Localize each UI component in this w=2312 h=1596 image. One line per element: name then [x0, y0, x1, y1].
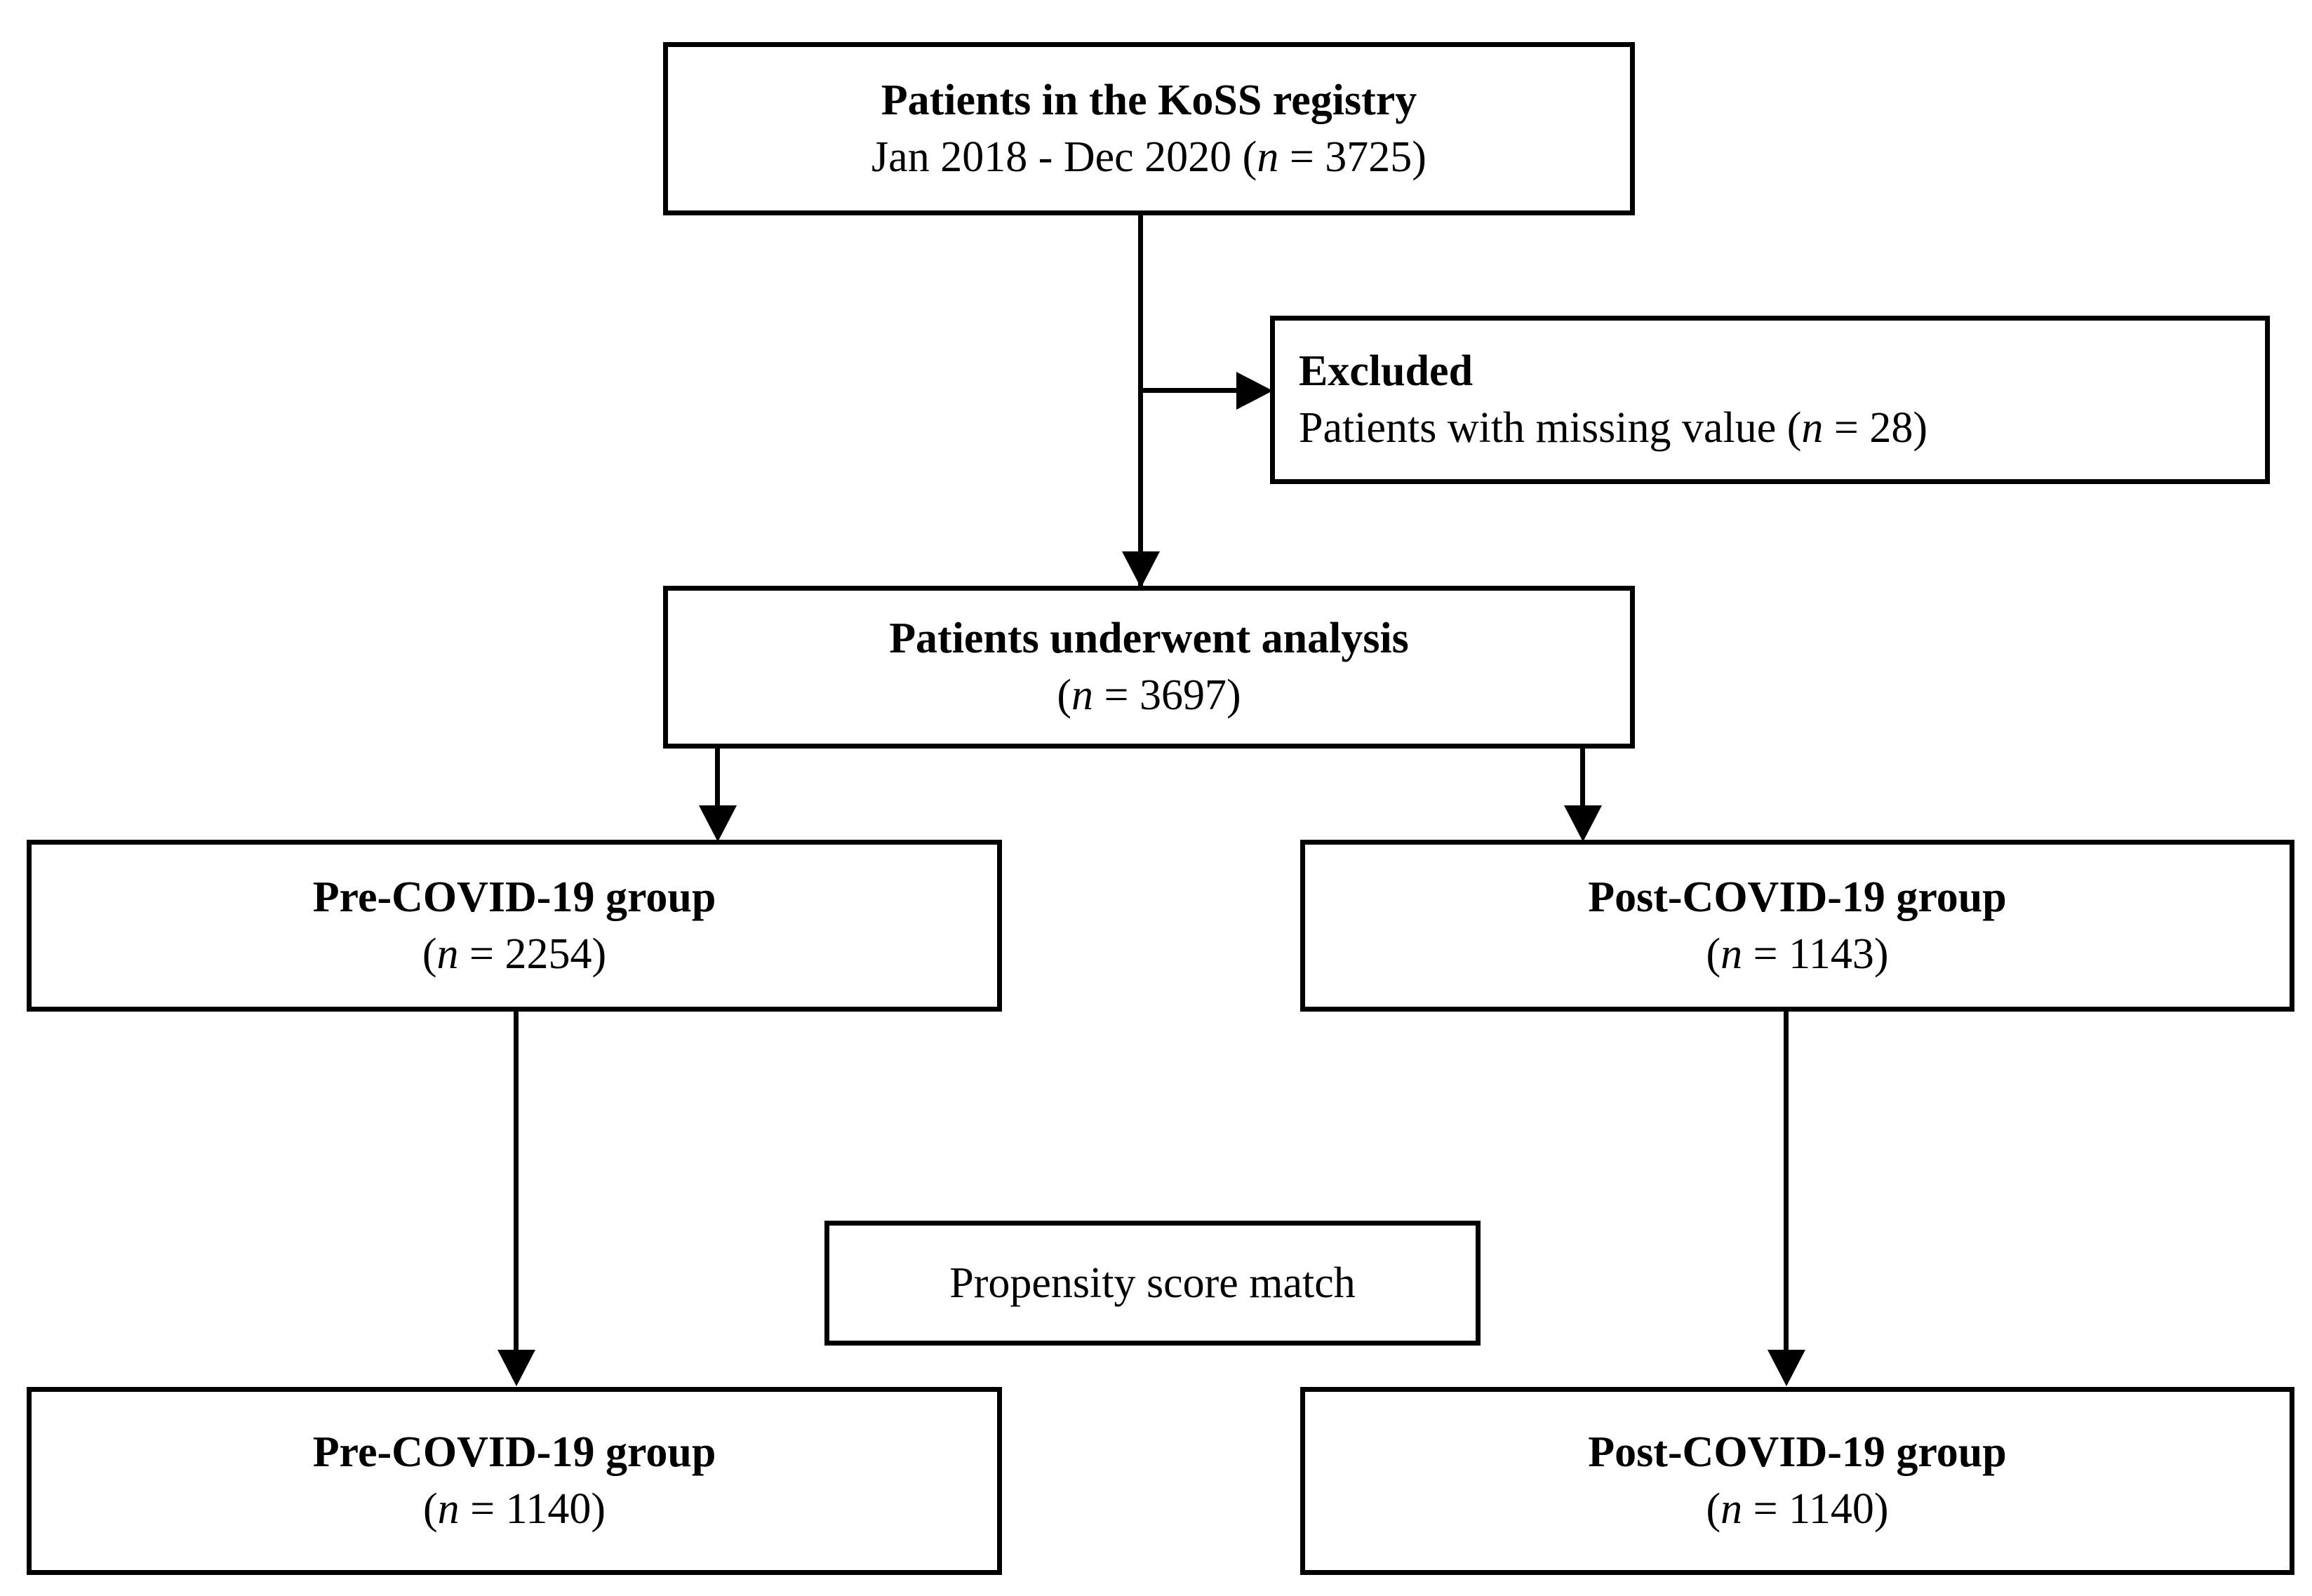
edge-analysis-to-post-covid-line: [1580, 747, 1585, 817]
node-pre-covid-matched-detail: (n = 1140): [423, 1481, 606, 1538]
node-pre-covid-matched-detail-prefix: (: [423, 1485, 438, 1533]
edge-registry-to-excluded-arrowhead: [1236, 372, 1273, 410]
node-post-covid-matched-detail: (n = 1140): [1706, 1481, 1889, 1538]
node-post-covid-unmatched-detail: (n = 1143): [1706, 926, 1889, 983]
edge-analysis-to-pre-covid-arrowhead: [699, 805, 737, 842]
node-registry: Patients in the KoSS registry Jan 2018 -…: [663, 42, 1635, 215]
node-excluded-detail-prefix: Patients with missing value (: [1299, 404, 1802, 452]
node-pre-covid-matched: Pre-COVID-19 group (n = 1140): [27, 1387, 1002, 1575]
node-propensity-score-match-label: Propensity score match: [949, 1259, 1356, 1307]
node-analysis-detail-n: n: [1071, 671, 1094, 719]
node-post-covid-matched-detail-prefix: (: [1706, 1485, 1721, 1533]
node-pre-covid-matched-heading: Pre-COVID-19 group: [312, 1428, 716, 1477]
node-pre-covid-matched-detail-suffix: = 1140): [459, 1485, 606, 1533]
node-post-covid-matched-detail-suffix: = 1140): [1742, 1485, 1889, 1533]
node-excluded-detail: Patients with missing value (n = 28): [1299, 400, 1927, 457]
edge-analysis-to-post-covid-arrowhead: [1564, 805, 1602, 842]
node-post-covid-matched: Post-COVID-19 group (n = 1140): [1300, 1387, 2294, 1575]
node-excluded: Excluded Patients with missing value (n …: [1270, 316, 2270, 484]
node-post-covid-unmatched-detail-n: n: [1720, 930, 1743, 978]
node-post-covid-unmatched-detail-suffix: = 1143): [1742, 930, 1889, 978]
node-pre-covid-unmatched-detail-prefix: (: [422, 930, 437, 978]
node-analysis-heading: Patients underwent analysis: [889, 615, 1409, 663]
node-analysis-detail: (n = 3697): [1057, 667, 1241, 724]
node-registry-detail-prefix: Jan 2018 - Dec 2020 (: [871, 133, 1257, 181]
node-analysis-detail-prefix: (: [1057, 671, 1072, 719]
node-pre-covid-unmatched-detail: (n = 2254): [422, 926, 606, 983]
node-propensity-score-match: Propensity score match: [824, 1221, 1481, 1346]
node-pre-covid-unmatched-detail-n: n: [436, 930, 459, 978]
node-registry-detail: Jan 2018 - Dec 2020 (n = 3725): [871, 129, 1426, 186]
edge-pre-covid-to-matched-arrowhead: [497, 1350, 535, 1386]
edge-registry-to-analysis-arrowhead: [1122, 551, 1160, 588]
node-excluded-detail-suffix: = 28): [1823, 404, 1928, 452]
edge-post-covid-to-matched-arrowhead: [1768, 1350, 1805, 1386]
edge-pre-covid-to-matched-line: [514, 1008, 519, 1352]
node-pre-covid-unmatched-heading: Pre-COVID-19 group: [312, 873, 716, 921]
node-registry-detail-suffix: = 3725): [1278, 133, 1426, 181]
node-excluded-detail-n: n: [1801, 404, 1824, 452]
node-analysis: Patients underwent analysis (n = 3697): [663, 586, 1635, 749]
node-registry-heading: Patients in the KoSS registry: [881, 76, 1417, 124]
node-post-covid-matched-detail-n: n: [1720, 1485, 1743, 1533]
edge-post-covid-to-matched-line: [1784, 1008, 1789, 1352]
node-analysis-detail-suffix: = 3697): [1093, 671, 1241, 719]
edge-registry-to-excluded-line: [1138, 388, 1243, 393]
edge-analysis-to-pre-covid-line: [715, 747, 720, 817]
node-pre-covid-matched-detail-n: n: [437, 1485, 460, 1533]
node-registry-detail-n: n: [1257, 133, 1279, 181]
node-pre-covid-unmatched: Pre-COVID-19 group (n = 2254): [27, 840, 1002, 1012]
node-pre-covid-unmatched-detail-suffix: = 2254): [458, 930, 607, 978]
edge-registry-to-analysis-line: [1138, 214, 1143, 586]
node-post-covid-unmatched-detail-prefix: (: [1706, 930, 1721, 978]
node-post-covid-unmatched-heading: Post-COVID-19 group: [1588, 873, 2007, 921]
node-excluded-heading: Excluded: [1299, 347, 1474, 396]
node-post-covid-matched-heading: Post-COVID-19 group: [1588, 1428, 2007, 1477]
node-post-covid-unmatched: Post-COVID-19 group (n = 1143): [1300, 840, 2294, 1012]
